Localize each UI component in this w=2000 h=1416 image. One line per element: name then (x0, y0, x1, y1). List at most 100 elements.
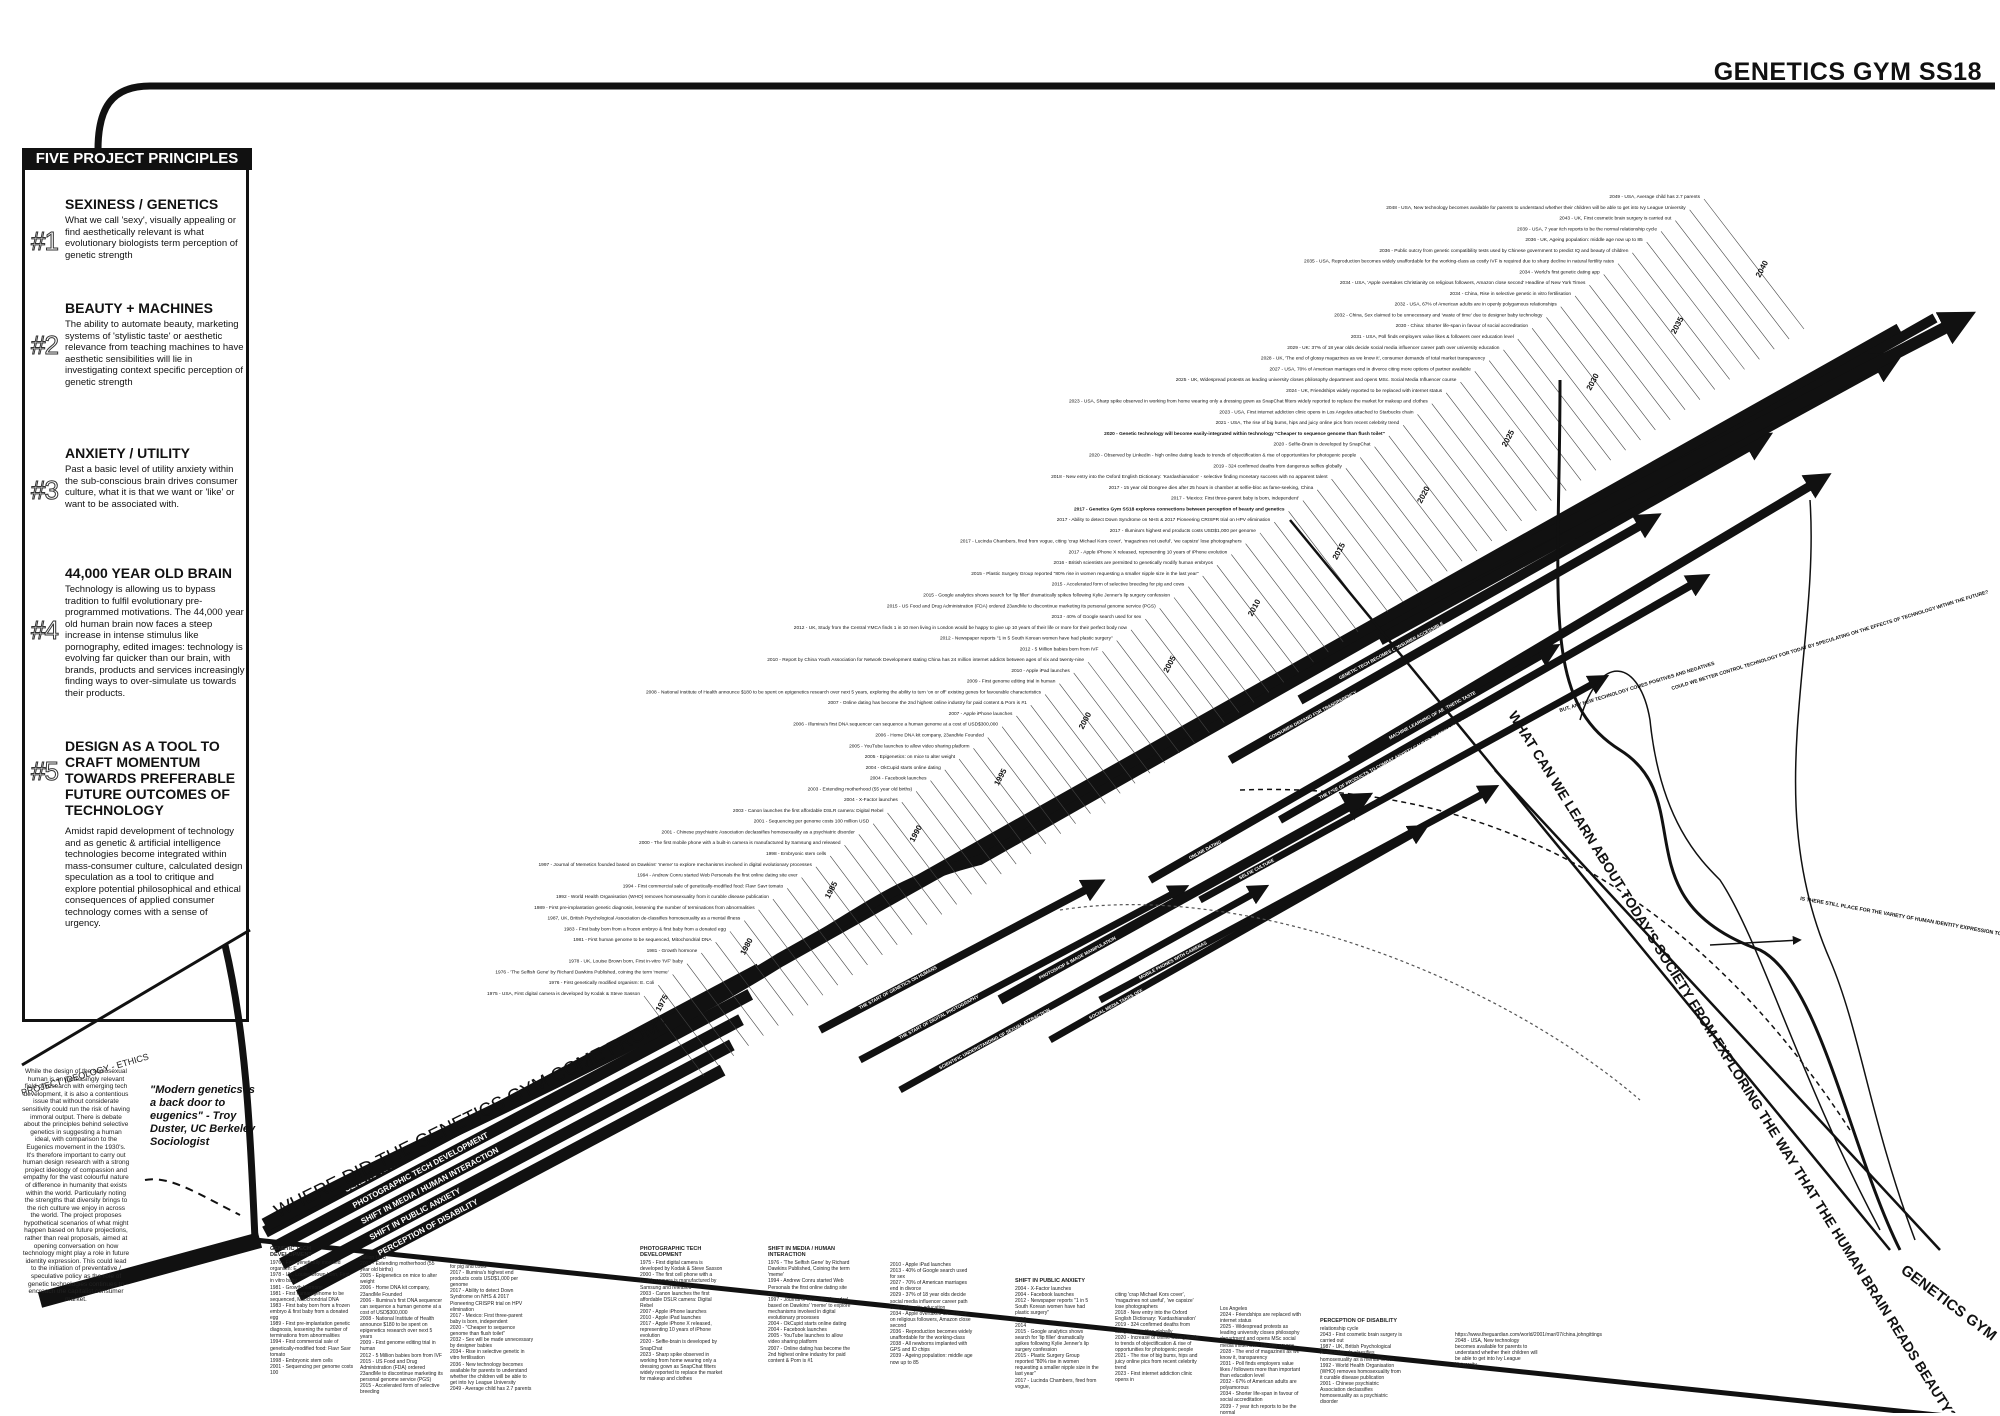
leader-line (772, 898, 839, 986)
bottom-column-line: 1987 - UK, British Psychological Associa… (1320, 1344, 1395, 1363)
bottom-column-line: relationship cycle (1320, 1326, 1359, 1333)
leader-line (787, 888, 853, 976)
bottom-left-diagonal (37, 1232, 263, 1308)
leader-line (1574, 295, 1671, 421)
timeline-event: 2034 - USA, 'Apple overtakes Christianit… (1340, 280, 1586, 286)
bottom-column-line: 2048 - USA, New technology becomes avail… (1455, 1338, 1538, 1369)
bottom-column-line: 1976 - 'The Selfish Gene' by Richard Daw… (768, 1260, 850, 1279)
timeline-event: 1987, UK, British Psychological Associat… (548, 916, 741, 922)
timeline-event: 2019 - 324 confirmed deaths from dangero… (1213, 463, 1342, 469)
timeline-events: 2049 - USA, Average child has 2.7 parent… (487, 194, 1701, 997)
ethics-quote: "Modern genetics is a back door to eugen… (150, 1084, 256, 1148)
leader-line (944, 769, 1017, 865)
timeline-event: 2049 - USA, Average child has 2.7 parent… (1609, 194, 1700, 200)
bottom-column-line: 1989 - First pre-implantation genetic di… (270, 1321, 351, 1340)
bottom-column-line: 2036 - New technology becomes available … (450, 1361, 527, 1386)
leader-line (1374, 446, 1463, 562)
bottom-column-line: 2039 - 7 year itch reports to be the nor… (1220, 1403, 1297, 1416)
leader-line (1116, 640, 1195, 744)
bottom-column-line: 2015 - Plastic Surgery Group reported "8… (1015, 1353, 1099, 1378)
main-question: WHERE DID THE GENETICS GYM COME FROM? (271, 1012, 673, 1222)
leader-line (1216, 565, 1299, 673)
leader-line (987, 737, 1061, 834)
leader-line (815, 866, 883, 956)
arrow-label-2: THE START OF DIGITAL PHOTOGRAPHY (898, 994, 979, 1040)
trend-arrow-12 (1347, 473, 1832, 764)
leader-line (1030, 705, 1106, 804)
trend-arrow-1 (818, 879, 1106, 1034)
leader-line (872, 823, 943, 915)
timeline-event: 1976 - First genetically modified organi… (549, 980, 655, 986)
leader-line (1445, 392, 1537, 511)
bottom-column-line: 2029 - 37% of 18 year olds decide social… (890, 1292, 968, 1311)
timeline-event: 2032 - USA, 67% of American adults are i… (1395, 302, 1558, 308)
bottom-column-line: 2004 - OkCupid starts online dating (768, 1321, 847, 1328)
bottom-column-line: https://www.theguardian.com/world/2001/m… (1455, 1332, 1603, 1338)
timeline-event: 2015 - US Food and Drug Administration (… (887, 603, 1156, 609)
trend-arrow-10 (1278, 574, 1711, 824)
timeline-event: 1981 - First human genome to be sequence… (573, 937, 712, 943)
year-1985: 1985 (823, 880, 840, 900)
bottom-column-line: 2006 - Illumina's first DNA sequencer ca… (360, 1297, 443, 1316)
timeline-event: 2017 - 15 year old Dongree dies after 25… (1109, 485, 1314, 491)
leader-line (901, 801, 972, 895)
bottom-column-line: 2024 - Friendships are replaced with int… (1220, 1312, 1301, 1325)
leader-line (829, 855, 898, 945)
bottom-column-line: 1992 - World Health Organisation (WHO) r… (1320, 1362, 1401, 1381)
bottom-column-line: 2001 - Chinese psychiatric Association d… (1320, 1380, 1388, 1406)
bottom-column-line: 2023 - First internet addiction clinic o… (1115, 1371, 1193, 1384)
timeline-event: 2025 - UK, Widespread protests as leadin… (1176, 377, 1457, 383)
bottom-column-line: 2010 - Apple iPad launches (640, 1315, 701, 1322)
timeline-event: 2031 - USA, Poll finds employers value l… (1351, 334, 1514, 340)
stream-line-5 (295, 1064, 726, 1301)
bottom-column-line: 2017 - Illumina's highest end products c… (450, 1270, 519, 1289)
timeline-event: 2017 - 'Mexico: First three-parent baby … (1171, 496, 1299, 502)
bottom-column-line: 2018 - New entry into the Oxford English… (1115, 1310, 1196, 1323)
timeline-event: 2036 - Public outcry from genetic compat… (1379, 248, 1628, 254)
bottom-column-line: 1998 - Embryonic stem cells (270, 1357, 333, 1364)
stream-line-2 (270, 989, 754, 1254)
timeline-event: 1998 - Embryonic stem cells (766, 851, 827, 857)
timeline-event: 2010 - Report by China Youth Association… (767, 657, 1084, 663)
bottom-column-line: 1975 - First digital camera is developed… (640, 1260, 723, 1273)
bottom-column-line: 2005 - YouTube launches to allow video s… (768, 1333, 843, 1346)
leader-line (887, 812, 957, 905)
bottom-column-line: 1978 - UK, Louise Brown born, First in v… (270, 1272, 350, 1285)
bottom-column-line: 2023 - Sharp spike observed in working f… (640, 1351, 723, 1382)
timeline-event: 1989 - First pre-implantation genetic di… (534, 905, 755, 911)
bottom-column-line: 2020 - "Cheaper to sequence genome than … (450, 1324, 516, 1338)
bottom-column-line: 2034 - Rise in selective genetic in vitr… (450, 1349, 525, 1362)
principle-1-body: What we call 'sexy', visually appealing … (65, 215, 238, 261)
trend-arrow-7 (1148, 644, 1561, 884)
leader-line (1173, 597, 1255, 703)
timeline-event: 2007 - Online dating has become the 2nd … (828, 700, 1027, 706)
leader-line (1474, 371, 1567, 491)
leader-line (1488, 360, 1582, 481)
leader-line (1073, 672, 1151, 774)
principle-3-title: ANXIETY / UTILITY (65, 445, 190, 461)
bottom-column-line: million USD (360, 1255, 387, 1261)
leader-line (1188, 586, 1270, 693)
trend-arrow-6 (1098, 785, 1500, 1004)
bottom-column-line: 2014 (1015, 1322, 1027, 1329)
timeline-event: 2023 - USA, First internet addiction cli… (1219, 409, 1413, 415)
bottom-column-line: 2007 - Apple iPhone launches (640, 1308, 707, 1315)
timeline-event: 2032 - China, Sex claimed to be unnecess… (1334, 312, 1543, 318)
timeline-event: 2020 - Selfie-Brain is developed by Snap… (1273, 442, 1371, 448)
year-1975: 1975 (654, 993, 671, 1013)
leader-line (1460, 381, 1552, 501)
leader-line (1689, 209, 1790, 340)
bottom-column-line: 2012 - Newspaper reports "1 in 5 South K… (1015, 1298, 1089, 1317)
leader-line (1317, 489, 1403, 602)
leader-line (672, 974, 734, 1056)
bottom-column-line: 2008 - National Institute of Health anno… (360, 1315, 435, 1341)
leader-line (1589, 284, 1686, 410)
bottom-column-line: 1983 - First baby born from a frozen emb… (270, 1302, 350, 1322)
bottom-column-line: for pig and cows (450, 1264, 487, 1270)
ethics-body: While the design of the sociosexual huma… (22, 1068, 130, 1303)
leader-line (1001, 726, 1076, 824)
